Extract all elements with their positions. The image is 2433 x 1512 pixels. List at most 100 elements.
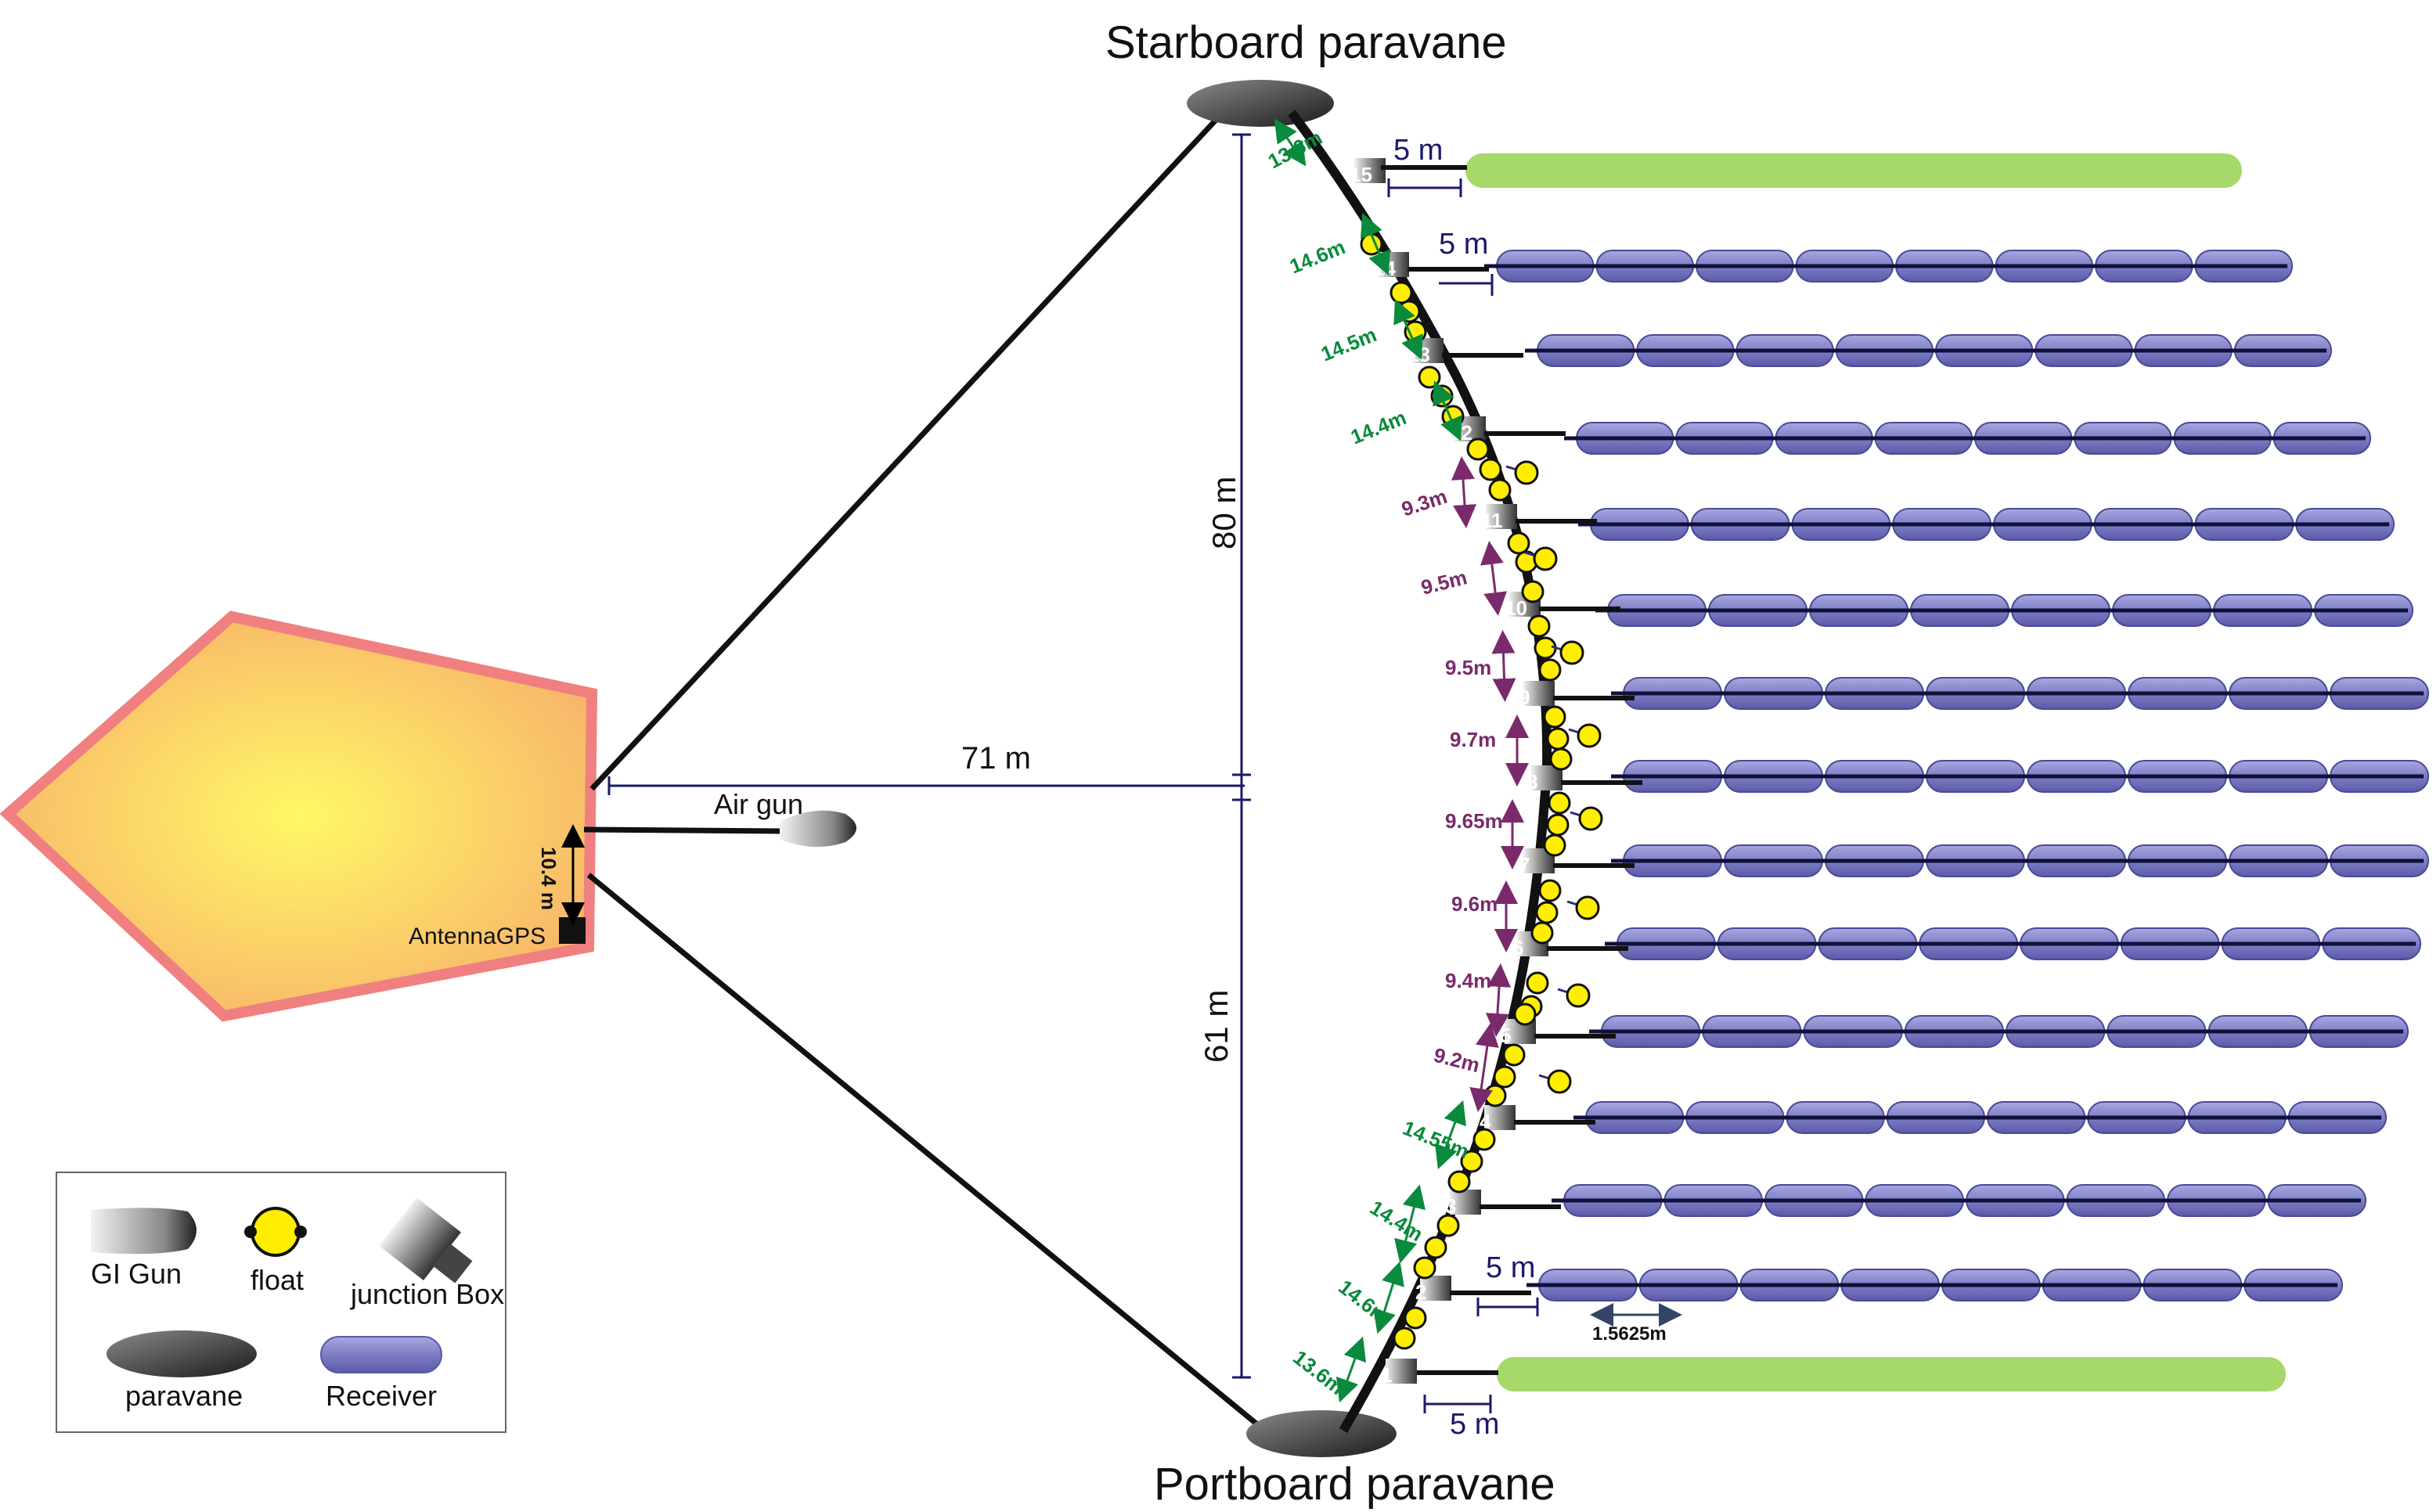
- float: [1447, 1170, 1471, 1193]
- float: [1577, 723, 1602, 748]
- spacing-label: 9.5m: [1445, 656, 1491, 679]
- float: [1548, 791, 1571, 815]
- tow-cable-starboard: [589, 112, 1224, 791]
- spacing-label: 9.7m: [1450, 728, 1496, 751]
- junction-box: [1420, 1276, 1451, 1301]
- legend-junction-box-icon: [379, 1197, 473, 1283]
- spacing-label: 14.4m: [1347, 405, 1410, 448]
- float: [1390, 281, 1413, 304]
- float: [1424, 1236, 1447, 1259]
- spacing-label: 9.2m: [1432, 1043, 1483, 1077]
- gun-tow-cable: [583, 826, 784, 834]
- spacing-dimension-line: [1335, 1336, 1367, 1403]
- starboard-paravane: [1187, 80, 1334, 127]
- spacing-dimension-line: [1373, 1261, 1404, 1334]
- streamer-number: 11: [1481, 509, 1503, 532]
- junction-box: [1523, 681, 1555, 706]
- float: [1502, 1043, 1526, 1067]
- green-streamer-top: [1465, 153, 2242, 188]
- spacing-label: 13.6m: [1264, 125, 1326, 173]
- float: [1559, 640, 1584, 665]
- legend-receiver-icon: [320, 1336, 442, 1373]
- air-gun-label: Air gun: [714, 788, 803, 820]
- float: [1527, 614, 1551, 638]
- spacing-label: 9.4m: [1445, 969, 1491, 992]
- float: [1546, 813, 1570, 837]
- legend-receiver-label: Receiver: [326, 1380, 437, 1412]
- float: [1404, 1306, 1427, 1330]
- streamer-number: 7: [1519, 853, 1530, 877]
- float: [1479, 458, 1502, 481]
- float: [1397, 300, 1421, 323]
- streamer-number: 4: [1480, 1110, 1491, 1133]
- antenna-gps-box: [559, 917, 586, 944]
- spacing-label: 14.6m: [1334, 1275, 1394, 1329]
- float: [1547, 1069, 1572, 1094]
- float: [1488, 478, 1512, 502]
- streamer-number: 5: [1500, 1024, 1511, 1047]
- float: [1543, 705, 1566, 729]
- spacing-dimension-line: [1361, 213, 1390, 275]
- float: [1393, 1327, 1416, 1350]
- legend: GI Gun float junction Box paravane Recei…: [56, 1172, 506, 1433]
- junction-box: [1450, 1190, 1481, 1215]
- streamer-number: 9: [1519, 686, 1530, 709]
- spacing-label: 9.5m: [1418, 565, 1469, 599]
- streamer-number: 6: [1512, 936, 1523, 959]
- streamer-number: 1: [1381, 1363, 1392, 1387]
- gap-streamer-14-label: 5 m: [1439, 228, 1488, 261]
- starboard-paravane-title: Starboard paravane: [1105, 17, 1507, 68]
- legend-float-knob-right: [294, 1226, 307, 1238]
- float: [1566, 983, 1591, 1008]
- spacing-label: 14.5m: [1317, 322, 1380, 365]
- spacing-label: 9.65m: [1445, 809, 1503, 833]
- float: [1514, 460, 1539, 485]
- streamer-number: 13: [1408, 343, 1430, 366]
- dimension-61-label: 61 m: [1198, 990, 1235, 1063]
- dimension-71-label: 71 m: [961, 741, 1031, 776]
- float: [1543, 833, 1566, 857]
- tow-cable-portboard: [586, 873, 1260, 1427]
- float: [1436, 1214, 1460, 1237]
- float: [1538, 879, 1562, 902]
- junction-box: [1354, 158, 1386, 183]
- float: [1538, 658, 1562, 682]
- spacing-label: 14.4m: [1366, 1196, 1427, 1247]
- spacing-dimension-line: [1469, 1023, 1499, 1112]
- legend-gi-gun-label: GI Gun: [91, 1258, 182, 1290]
- spacing-label: 9.6m: [1451, 892, 1498, 916]
- streamer-number: 8: [1526, 770, 1537, 794]
- streamer-number: 3: [1445, 1194, 1456, 1218]
- green-streamer-bottom: [1497, 1357, 2286, 1391]
- float: [1466, 437, 1490, 461]
- portboard-paravane-title: Portboard paravane: [1154, 1459, 1555, 1510]
- float: [1418, 365, 1441, 389]
- streamer-number: 10: [1505, 596, 1527, 620]
- spacing-dimension-line: [1485, 963, 1512, 1037]
- spacing-dimension-line: [1451, 456, 1477, 528]
- vessel: [0, 610, 598, 1022]
- legend-junction-box-label: junction Box: [350, 1278, 504, 1310]
- legend-gi-gun-icon: [91, 1208, 196, 1255]
- spacing-dimension-line: [1480, 541, 1508, 616]
- float: [1521, 580, 1545, 603]
- junction-box: [1486, 504, 1517, 529]
- legend-float-label: float: [251, 1264, 304, 1296]
- legend-float-icon: [251, 1207, 301, 1257]
- float: [1535, 901, 1559, 924]
- streamer-number: 14: [1373, 257, 1396, 280]
- receiver-length-label: 1.5625m: [1592, 1323, 1667, 1345]
- air-gun: [780, 810, 856, 848]
- float: [1546, 727, 1570, 751]
- streamer-number: 15: [1350, 163, 1372, 186]
- spacing-dimension-line: [1393, 299, 1423, 360]
- junction-box: [1386, 1359, 1417, 1384]
- gap-top-green-label: 5 m: [1393, 134, 1443, 167]
- antenna-offset-label: 10.4 m: [537, 847, 560, 910]
- legend-paravane-label: paravane: [125, 1380, 243, 1412]
- dimension-80-label: 80 m: [1206, 477, 1242, 549]
- float: [1493, 1065, 1516, 1089]
- spacing-label: 13.6m: [1289, 1345, 1349, 1399]
- antenna-gps-label: AntennaGPS: [409, 923, 546, 949]
